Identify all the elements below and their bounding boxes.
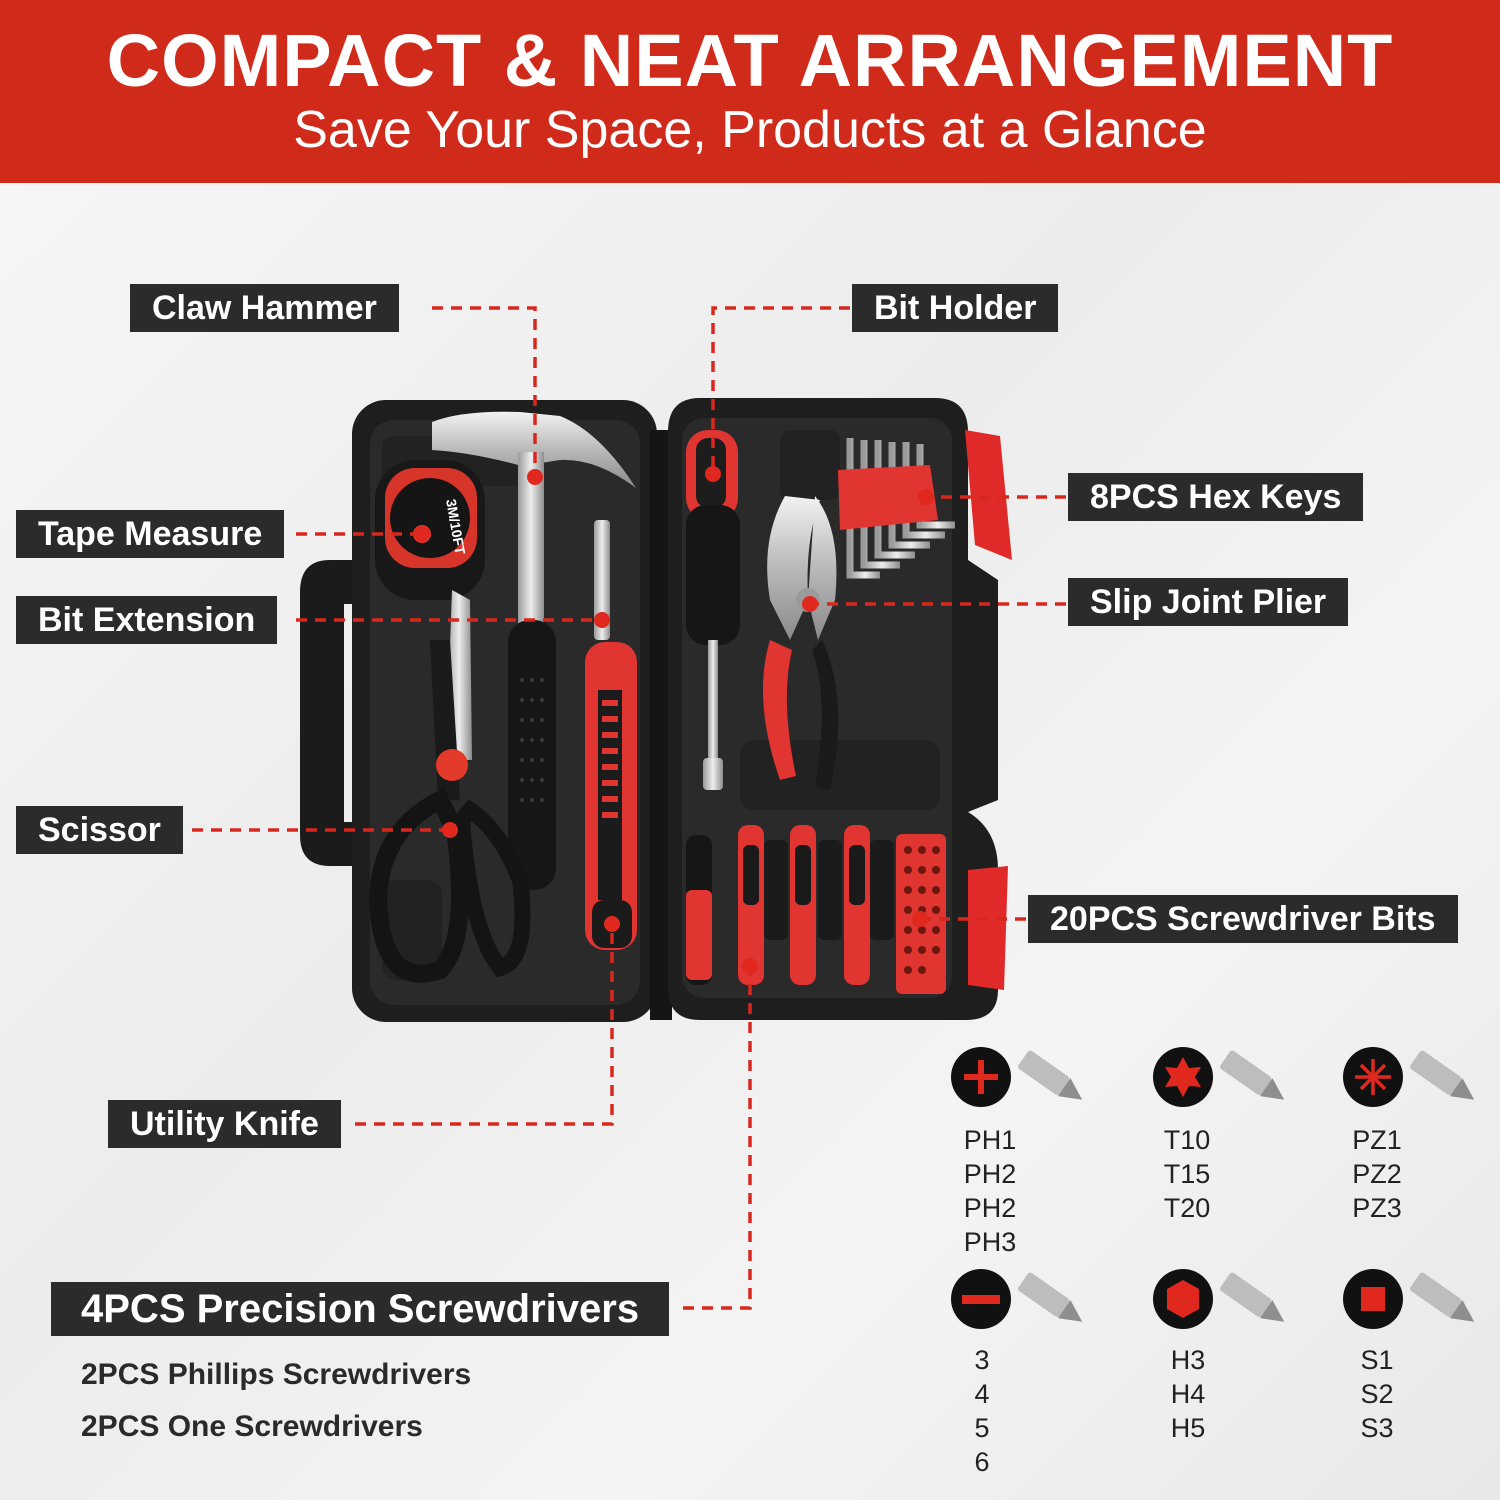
bit-size: H3 — [1170, 1345, 1206, 1375]
leader-lines — [192, 306, 1066, 1310]
bit-extension-tool — [594, 520, 610, 640]
label-tape-measure: Tape Measure — [16, 510, 285, 558]
leader-dots — [414, 466, 934, 974]
bit-size: 3 — [974, 1345, 990, 1375]
label-scissor: Scissor — [16, 806, 183, 854]
pozidriv-bit-icon — [1343, 1047, 1475, 1107]
bit-size: S2 — [1360, 1379, 1394, 1409]
label-bit-holder: Bit Holder — [852, 284, 1059, 332]
bit-size: PH3 — [963, 1227, 1017, 1257]
case-latches — [965, 430, 1012, 990]
bit-size: 4 — [974, 1379, 990, 1409]
torx-sizes: T10 T15 T20 — [1147, 1123, 1227, 1225]
slotted-bit-icon — [951, 1269, 1083, 1329]
torx-bit-icon — [1153, 1047, 1285, 1107]
bit-size: PZ3 — [1352, 1193, 1402, 1223]
square-sizes: S1 S2 S3 — [1337, 1343, 1417, 1445]
bit-size: T10 — [1163, 1125, 1211, 1155]
label-hex-keys: 8PCS Hex Keys — [1068, 473, 1364, 521]
scissors-tool — [368, 590, 531, 983]
header-banner: COMPACT & NEAT ARRANGEMENT Save Your Spa… — [0, 0, 1500, 183]
bit-size: PH2 — [963, 1193, 1017, 1223]
bit-size: 6 — [974, 1447, 990, 1477]
bit-size: PH2 — [963, 1159, 1017, 1189]
bit-size: 5 — [974, 1413, 990, 1443]
page-title: COMPACT & NEAT ARRANGEMENT — [106, 19, 1394, 102]
bit-size: S1 — [1360, 1345, 1394, 1375]
label-precision-screwdrivers: 4PCS Precision Screwdrivers — [51, 1282, 670, 1336]
slotted-sizes: 3 4 5 6 — [942, 1343, 1022, 1479]
bit-size: PZ1 — [1352, 1125, 1402, 1155]
hex-sizes: H3 H4 H5 — [1148, 1343, 1228, 1445]
pozidriv-sizes: PZ1 PZ2 PZ3 — [1337, 1123, 1417, 1225]
bit-size: H4 — [1170, 1379, 1206, 1409]
note-phillips-screwdrivers: 2PCS Phillips Screwdrivers — [81, 1358, 472, 1391]
bit-size: S3 — [1360, 1413, 1394, 1443]
square-bit-icon — [1343, 1269, 1475, 1329]
note-one-screwdrivers: 2PCS One Screwdrivers — [81, 1410, 423, 1443]
page-subtitle: Save Your Space, Products at a Glance — [293, 101, 1207, 159]
hex-keys-holder — [838, 465, 938, 530]
label-slip-joint-plier: Slip Joint Plier — [1068, 578, 1349, 626]
label-bit-extension: Bit Extension — [16, 596, 278, 644]
label-screwdriver-bits: 20PCS Screwdriver Bits — [1028, 895, 1458, 943]
phillips-sizes: PH1 PH2 PH2 PH3 — [950, 1123, 1030, 1259]
bit-size: PZ2 — [1352, 1159, 1402, 1189]
label-claw-hammer: Claw Hammer — [130, 284, 399, 332]
case-handle — [300, 560, 362, 866]
bit-size: H5 — [1170, 1413, 1206, 1443]
hex-bit-icon — [1153, 1269, 1285, 1329]
bit-size: T20 — [1163, 1193, 1211, 1223]
utility-knife-tool — [585, 642, 637, 950]
tape-measure-tool: 3M/10FT — [375, 460, 485, 600]
precision-screwdrivers-tool — [686, 825, 894, 985]
label-utility-knife: Utility Knife — [108, 1100, 341, 1148]
bit-size: PH1 — [963, 1125, 1017, 1155]
bit-size: T15 — [1163, 1159, 1211, 1189]
phillips-bit-icon — [951, 1047, 1083, 1107]
